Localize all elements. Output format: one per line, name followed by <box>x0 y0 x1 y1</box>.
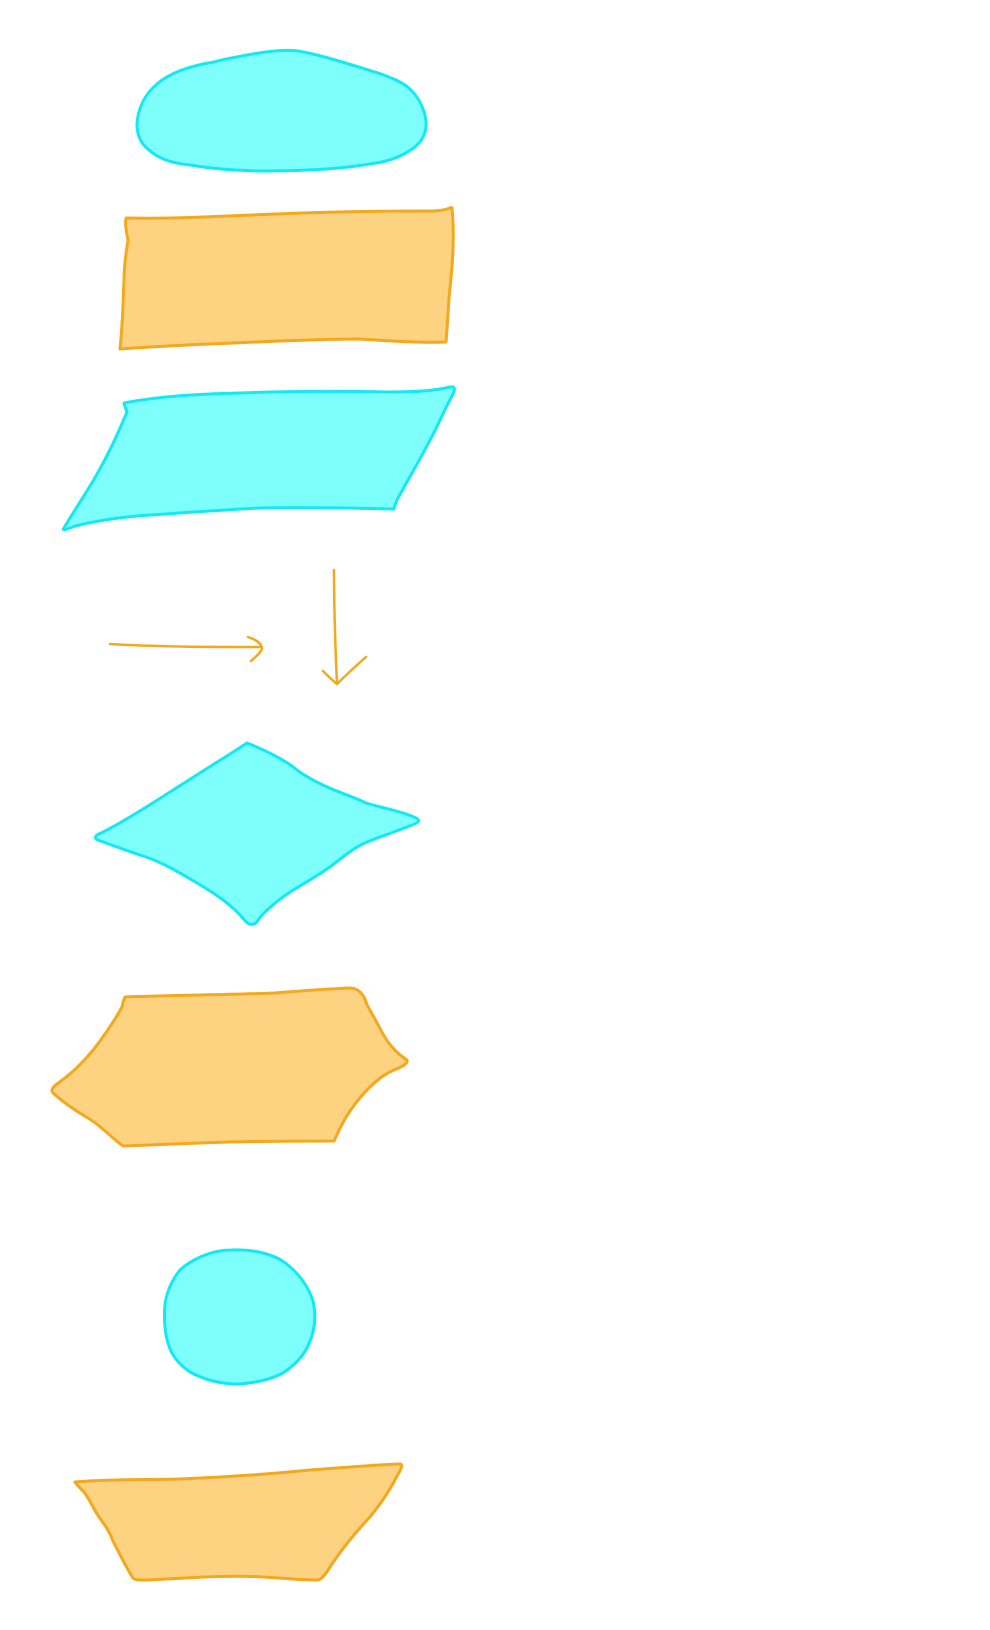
connector-circle-shape <box>162 1248 317 1386</box>
process-rectangle-shape <box>118 206 455 351</box>
terminator-oval-shape <box>135 48 428 173</box>
arrow-right-shape <box>108 635 264 663</box>
manual-operation-trapezoid-shape <box>73 1462 404 1582</box>
preparation-hexagon-shape <box>50 986 409 1148</box>
data-parallelogram-shape <box>61 385 456 532</box>
arrow-down-shape <box>321 568 368 686</box>
decision-diamond-shape <box>93 741 421 926</box>
